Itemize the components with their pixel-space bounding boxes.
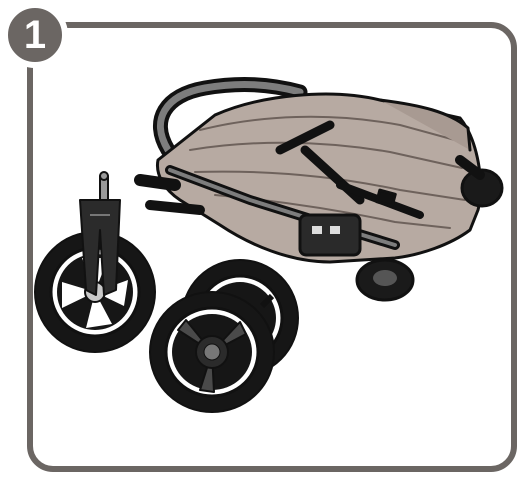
folded-stroller-icon [140, 85, 502, 300]
front-wheel-icon [35, 172, 155, 352]
rear-wheel-icon [150, 260, 298, 412]
